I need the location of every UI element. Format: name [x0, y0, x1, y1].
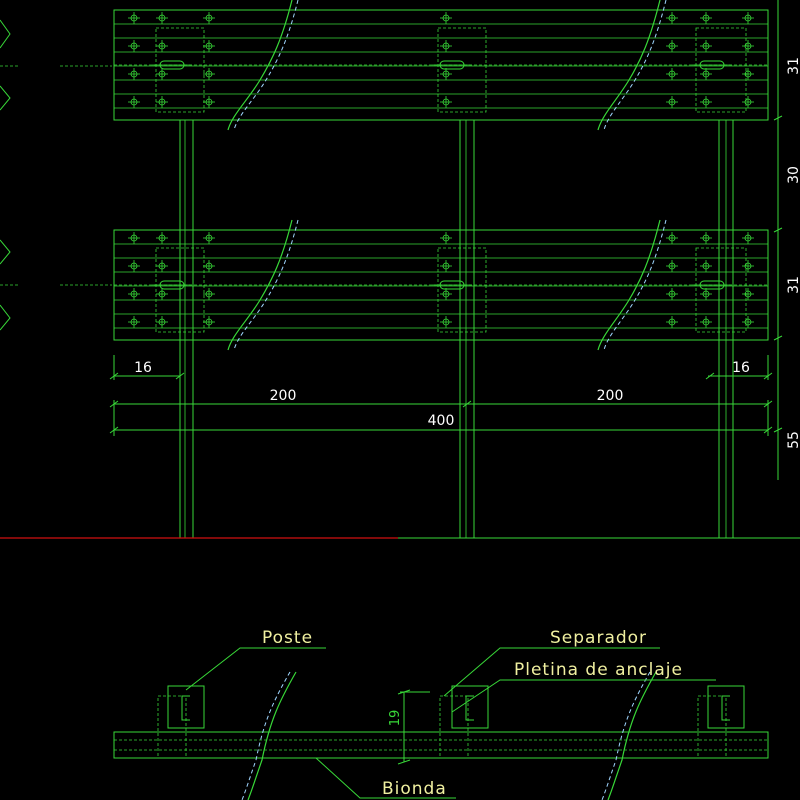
dim-height-top: 31 [786, 57, 800, 75]
guardrail-beam [113, 0, 769, 131]
plan-post [697, 685, 745, 759]
dim-span-left: 200 [270, 388, 297, 404]
section-marker-icon [0, 19, 11, 49]
c-profile-icon [465, 695, 474, 721]
section-marker-icon [0, 85, 11, 111]
plan-post [439, 685, 489, 759]
dim-total: 400 [428, 413, 455, 429]
dim-height-bottom: 31 [786, 276, 800, 294]
section-marker-icon [0, 239, 11, 265]
dim-left-offset: 16 [134, 360, 152, 376]
break-line [227, 0, 293, 131]
break-line [227, 219, 293, 351]
label-anchor-plate: Pletina de anclaje [514, 660, 683, 680]
dim-height-base: 55 [786, 431, 800, 449]
dim-height-gap: 30 [786, 166, 800, 184]
c-profile-icon [721, 695, 730, 721]
posts [179, 120, 734, 538]
label-post: Poste [262, 628, 313, 648]
section-marker-icon [0, 304, 11, 331]
dim-plan-height: 19 [388, 710, 403, 727]
c-profile-icon [181, 695, 190, 721]
vertical-dimensions: 31 30 31 55 [773, 0, 800, 480]
break-line [597, 0, 661, 131]
guardrail-beams [113, 0, 769, 351]
guardrail-beam [113, 219, 769, 351]
label-guardrail: Bionda [382, 779, 447, 799]
plan-view: 19 Poste Separador Pletina de anclaje Bi… [113, 628, 769, 800]
label-spacer: Separador [550, 628, 647, 648]
break-line [597, 219, 661, 351]
left-section-markers [0, 19, 112, 331]
dim-right-offset: 16 [732, 360, 750, 376]
horizontal-dimensions: 16 16 200 200 400 [109, 355, 773, 436]
dim-span-right: 200 [597, 388, 624, 404]
plan-post [157, 685, 205, 759]
